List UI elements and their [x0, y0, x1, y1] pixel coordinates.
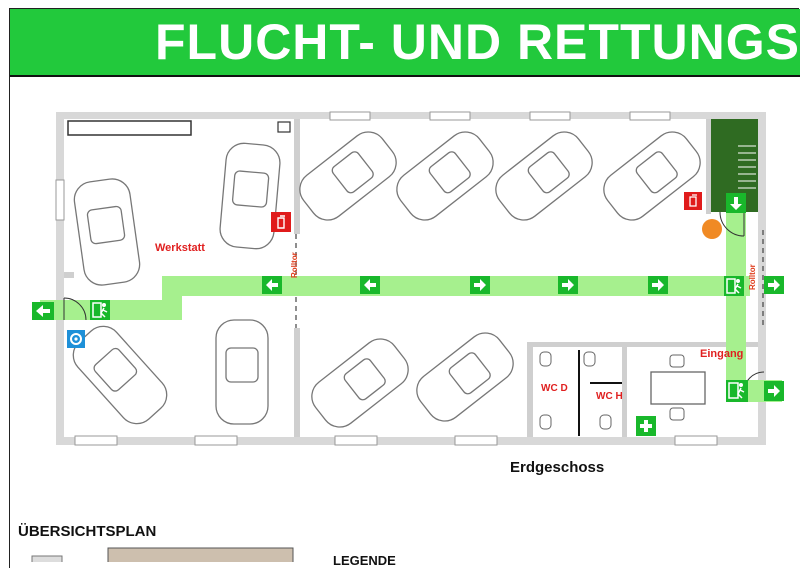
arrow-right-icon — [648, 276, 668, 294]
office-chairs — [669, 354, 685, 421]
title-banner: FLUCHT- UND RETTUNGS — [10, 9, 800, 77]
office-desk — [650, 371, 706, 405]
room-label-wc-women: WC D — [541, 383, 568, 394]
arrow-left-icon — [262, 276, 282, 294]
room-label-entrance: Eingang — [700, 348, 744, 360]
page-frame — [9, 8, 799, 568]
first-aid-icon — [636, 416, 656, 436]
roller-door-label-2: Rolltor — [748, 264, 757, 290]
arrow-down-icon — [726, 193, 746, 213]
exit-signs — [32, 193, 784, 401]
workbench — [67, 120, 192, 136]
arrow-right-icon — [470, 276, 490, 294]
arrow-left-icon — [360, 276, 380, 294]
arrow-right-icon — [764, 276, 784, 294]
arrow-right-icon — [764, 381, 784, 401]
arrow-left-icon — [32, 302, 54, 320]
toilets — [539, 351, 612, 430]
fuse-box-icon — [277, 121, 291, 133]
interior-walls — [64, 119, 758, 437]
overview-legend-key — [31, 555, 63, 562]
overview-map — [107, 547, 294, 562]
you-are-here-marker — [702, 219, 722, 239]
fire-extinguisher-icons — [271, 192, 702, 232]
floor-label: Erdgeschoss — [510, 459, 605, 476]
room-label-workshop: Werkstatt — [155, 242, 205, 254]
stairs — [738, 145, 756, 189]
roller-door-label-1: Rolltor — [290, 252, 299, 278]
arrow-right-icon — [558, 276, 578, 294]
windows — [55, 111, 718, 446]
page-title: FLUCHT- UND RETTUNGS — [155, 14, 800, 70]
legend-title: LEGENDE — [333, 553, 396, 568]
overview-title: ÜBERSICHTSPLAN — [18, 523, 157, 540]
assembly-point-icon — [67, 330, 85, 348]
cars — [72, 131, 701, 428]
room-label-wc-men: WC H — [596, 391, 623, 402]
running-man-exit-icons — [90, 276, 748, 402]
wc-partitions — [578, 350, 622, 436]
